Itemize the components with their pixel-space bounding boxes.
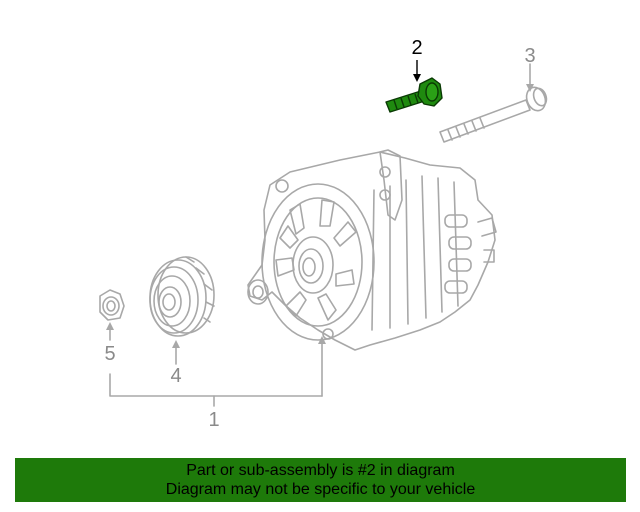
callout-1[interactable]: 1	[208, 409, 220, 431]
bolt-part-2-highlighted[interactable]	[385, 77, 443, 113]
callout-2[interactable]: 2	[411, 37, 423, 59]
leader-lines	[106, 322, 326, 407]
callout-3[interactable]: 3	[524, 45, 536, 67]
banner-line-1: Part or sub-assembly is #2 in diagram	[186, 462, 455, 479]
callout-4[interactable]: 4	[170, 365, 182, 387]
leader-line-part-2	[413, 60, 421, 82]
banner-line-2: Diagram may not be specific to your vehi…	[165, 481, 476, 498]
callout-5[interactable]: 5	[104, 343, 116, 365]
alternator-part-1[interactable]	[247, 149, 497, 351]
long-bolt-part-3[interactable]	[439, 63, 549, 143]
pulley-part-4[interactable]	[149, 256, 215, 337]
info-banner: Part or sub-assembly is #2 in diagram Di…	[15, 458, 626, 502]
nut-part-5[interactable]	[99, 289, 125, 321]
